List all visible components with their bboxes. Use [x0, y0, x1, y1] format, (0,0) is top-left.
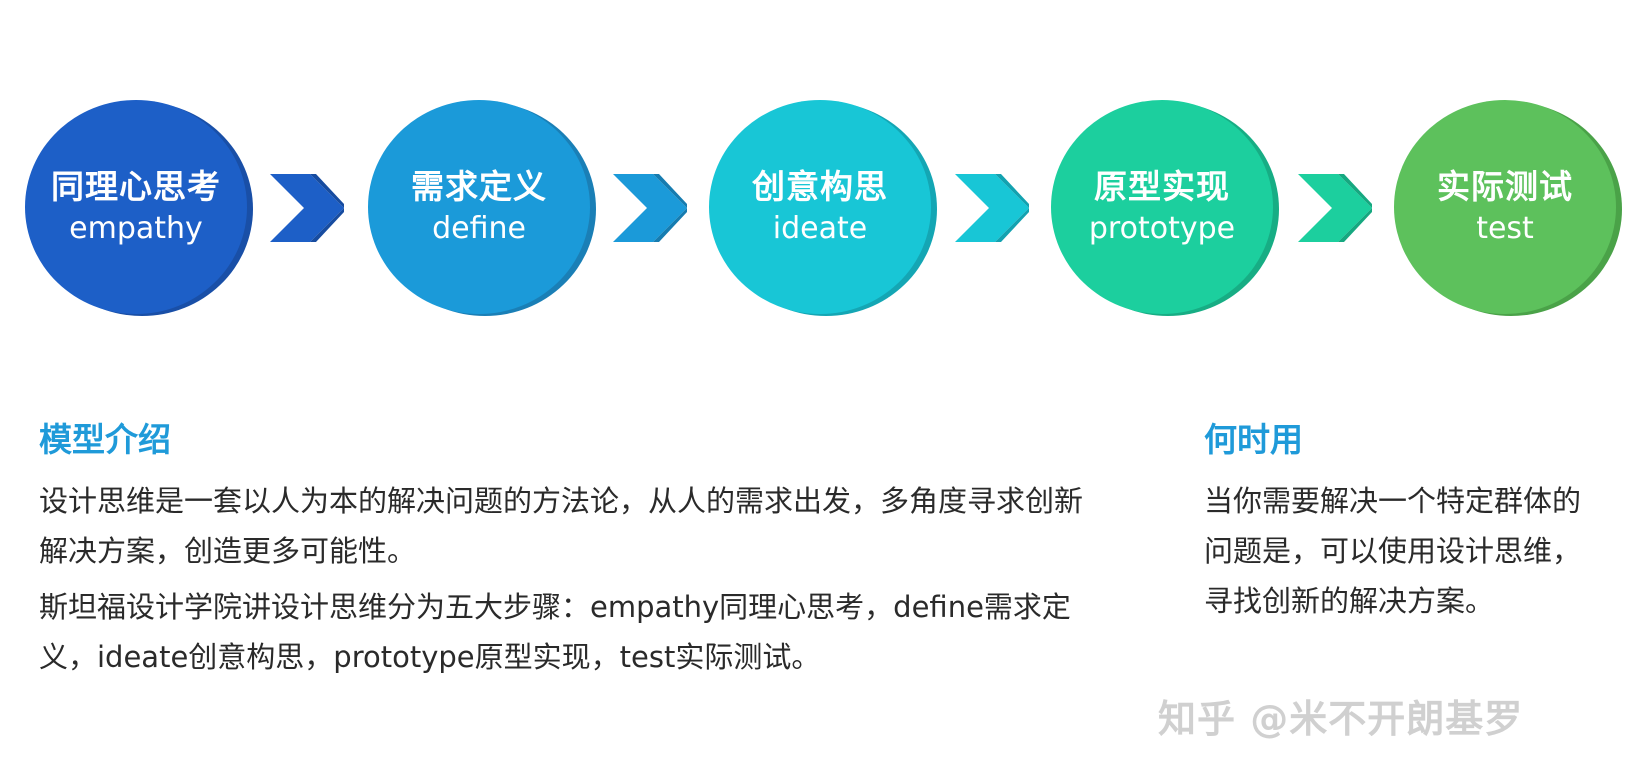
step-empathy-circle: 同理心思考 empathy: [25, 100, 247, 314]
step-title-cn: 实际测试: [1437, 167, 1573, 206]
step-title-en: ideate: [772, 211, 868, 246]
step-title-cn: 同理心思考: [51, 167, 221, 206]
chevron-right-icon: [270, 174, 344, 242]
model-intro-heading: 模型介绍: [39, 420, 171, 459]
model-intro-paragraph: 设计思维是一套以人为本的解决问题的方法论，从人的需求出发，多角度寻求创新解决方案…: [39, 484, 1084, 568]
model-intro-paragraph: 斯坦福设计学院讲设计思维分为五大步骤：empathy同理心思考，define需求…: [39, 590, 1071, 674]
step-prototype-circle: 原型实现 prototype: [1051, 100, 1273, 314]
chevron-right-icon: [1298, 174, 1372, 242]
chevron-right-icon: [613, 174, 687, 242]
step-ideate-circle: 创意构思 ideate: [709, 100, 931, 314]
when-to-use-paragraph: 当你需要解决一个特定群体的问题是，可以使用设计思维，寻找创新的解决方案。: [1204, 484, 1582, 618]
step-title-en: test: [1476, 211, 1534, 246]
step-define-circle: 需求定义 define: [368, 100, 590, 314]
step-title-en: define: [432, 211, 526, 246]
step-test-circle: 实际测试 test: [1394, 100, 1616, 314]
step-title-cn: 原型实现: [1094, 167, 1230, 206]
watermark: 知乎 @米不开朗基罗: [1158, 697, 1524, 741]
step-title-cn: 创意构思: [752, 167, 888, 206]
when-to-use-heading: 何时用: [1204, 420, 1303, 459]
step-title-en: prototype: [1088, 211, 1236, 246]
step-title-en: empathy: [69, 211, 203, 246]
chevron-right-icon: [955, 174, 1029, 242]
step-title-cn: 需求定义: [411, 167, 547, 206]
